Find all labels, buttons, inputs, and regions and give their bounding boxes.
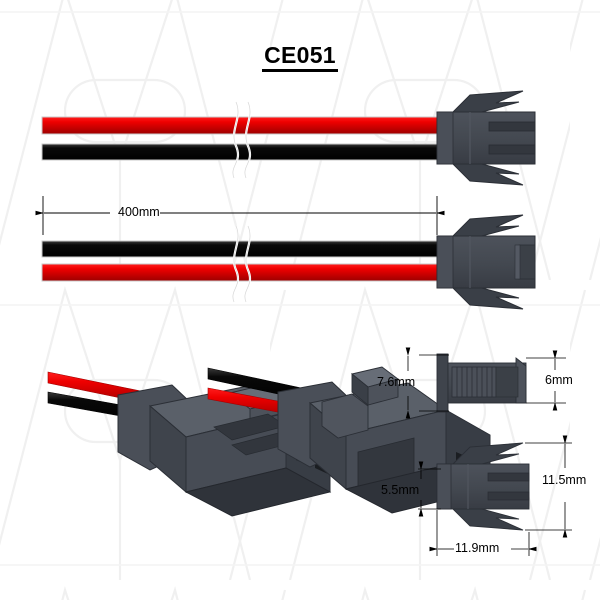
wire-red-top (41, 116, 443, 135)
dimension-label-cable-length: 400mm (118, 205, 160, 219)
bottom-cable-assembly (41, 214, 536, 310)
dimension-label-plug-height: 5.5mm (381, 483, 420, 497)
dimension-label-socket-depth: 6mm (545, 373, 573, 387)
wire-black-bottom (41, 240, 443, 258)
dimension-socket-depth (526, 350, 566, 411)
dimension-cable-length (35, 196, 445, 235)
dimension-plug-height (418, 461, 441, 517)
page-title-text: CE051 (262, 42, 338, 72)
connector-male-plug-top (436, 90, 536, 186)
plug-side-view (436, 442, 530, 531)
dimension-label-socket-height: 7.6mm (377, 375, 416, 389)
dimension-plug-width (429, 510, 537, 556)
dimension-plug-overall-height (525, 435, 572, 538)
break-symbol-top (231, 101, 252, 179)
dimension-label-plug-overall-height: 11.5mm (542, 473, 587, 487)
socket-side-view (436, 353, 527, 413)
wire-red-bottom (41, 263, 443, 282)
dimension-label-plug-width: 11.9mm (455, 541, 500, 555)
dimension-socket-height (405, 347, 449, 419)
page-title: CE051 (0, 42, 600, 72)
top-cable-assembly (41, 90, 536, 186)
connector-female-socket-bottom (436, 214, 536, 310)
wire-black-top (41, 143, 443, 161)
